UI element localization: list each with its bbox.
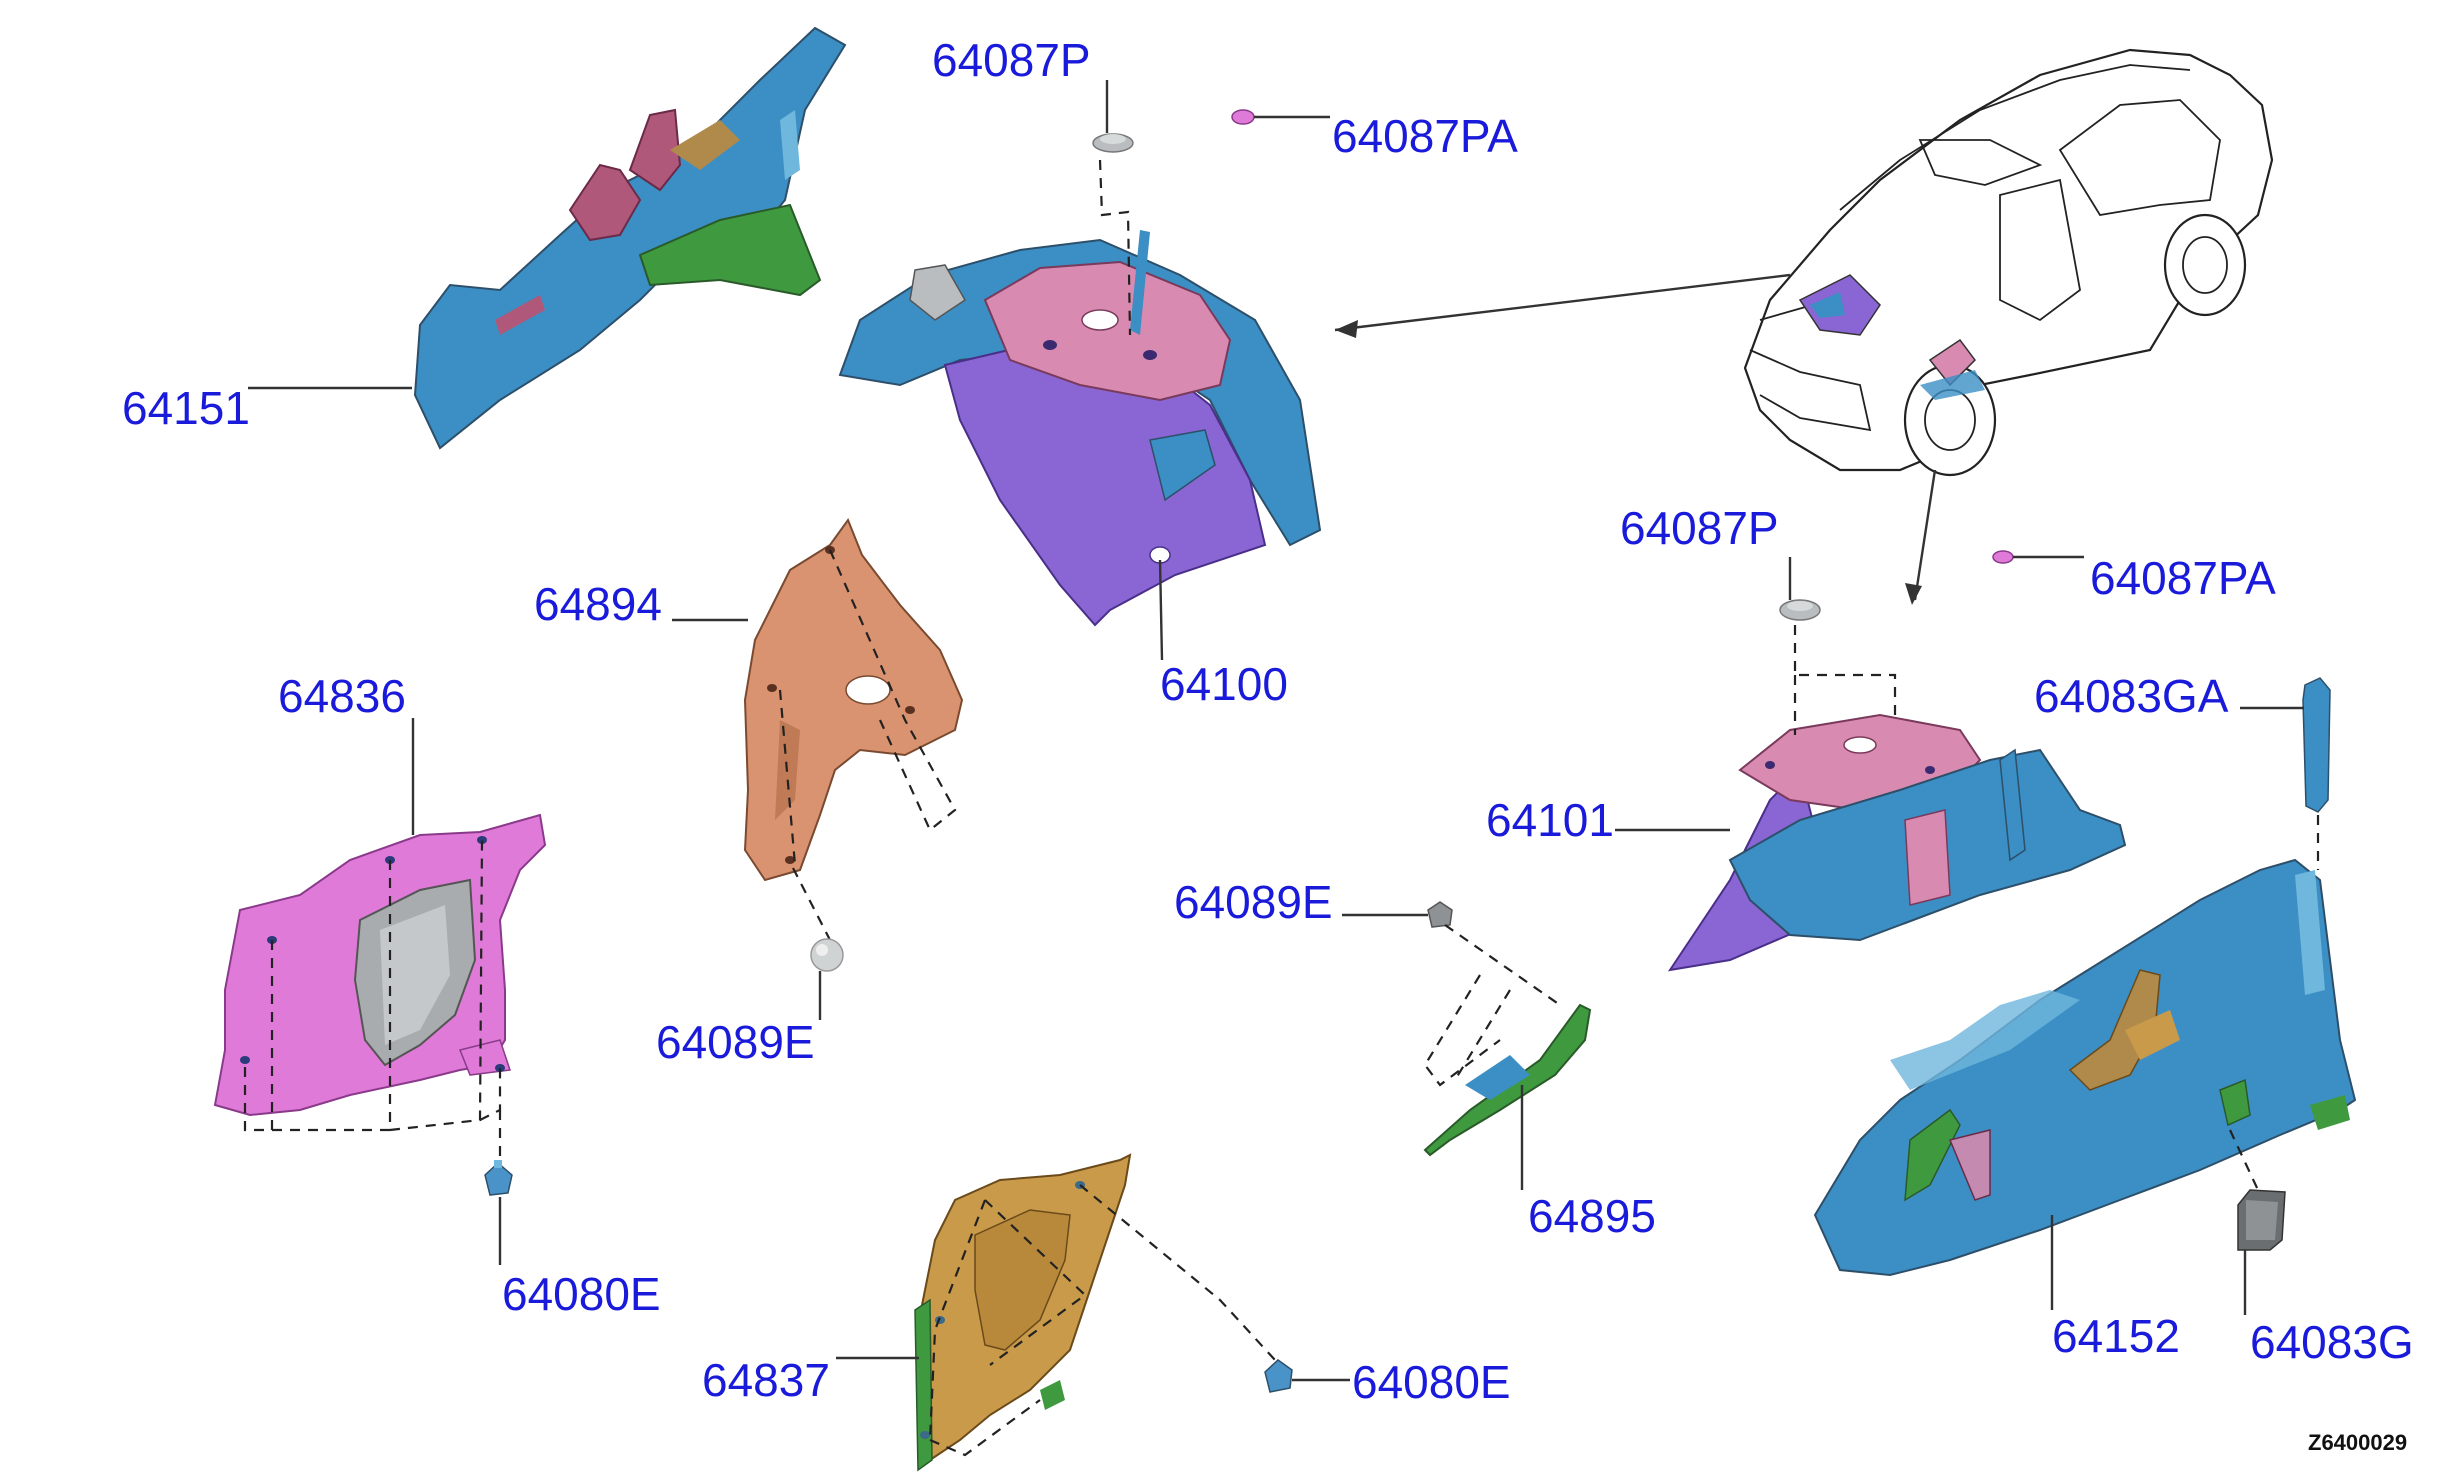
label-64080e-bottom: 64080E [1352, 1356, 1511, 1408]
part-64080e-left [484, 1160, 513, 1196]
label-64087p-upper: 64087P [932, 34, 1091, 86]
label-64837: 64837 [702, 1354, 830, 1406]
label-64083g: 64083G [2250, 1316, 2414, 1368]
part-64089e-right [1423, 901, 1561, 1087]
vehicle-locator [1334, 48, 2274, 605]
part-64837 [914, 1153, 1276, 1472]
part-64101 [1667, 713, 2127, 972]
part-64895 [1423, 1003, 1592, 1157]
label-64894: 64894 [534, 578, 662, 630]
diagram-code: Z6400029 [2308, 1430, 2407, 1455]
part-64089e-left [810, 938, 844, 972]
part-64087pa-right [1992, 550, 2014, 564]
label-64087pa-upper: 64087PA [1332, 110, 1518, 162]
leader-lines [248, 80, 2304, 1382]
part-64894 [743, 517, 964, 941]
label-64087p-right: 64087P [1620, 502, 1779, 554]
part-64087p-right [1779, 599, 1897, 735]
part-64087pa-upper [1231, 109, 1255, 125]
label-64895: 64895 [1528, 1190, 1656, 1242]
label-64100: 64100 [1160, 658, 1288, 710]
label-64089e-right: 64089E [1174, 876, 1333, 928]
label-64080e-left: 64080E [502, 1268, 661, 1320]
part-64080e-bottom [1264, 1359, 1293, 1393]
part-64083ga [2302, 677, 2331, 870]
part-64087p-upper [1092, 133, 1134, 336]
label-64087pa-right: 64087PA [2090, 552, 2276, 604]
label-64151: 64151 [122, 382, 250, 434]
label-64836: 64836 [278, 670, 406, 722]
part-labels: 64087P 64087PA 64151 64100 64894 64836 6… [122, 34, 2414, 1455]
label-64089e-left: 64089E [656, 1016, 815, 1068]
label-64083ga: 64083GA [2034, 670, 2229, 722]
part-64152 [1813, 858, 2357, 1277]
part-64836 [213, 813, 547, 1170]
part-64083g [2229, 1129, 2286, 1251]
label-64101: 64101 [1486, 794, 1614, 846]
part-64100 [838, 230, 1322, 627]
label-64152: 64152 [2052, 1310, 2180, 1362]
part-64151 [413, 26, 847, 450]
